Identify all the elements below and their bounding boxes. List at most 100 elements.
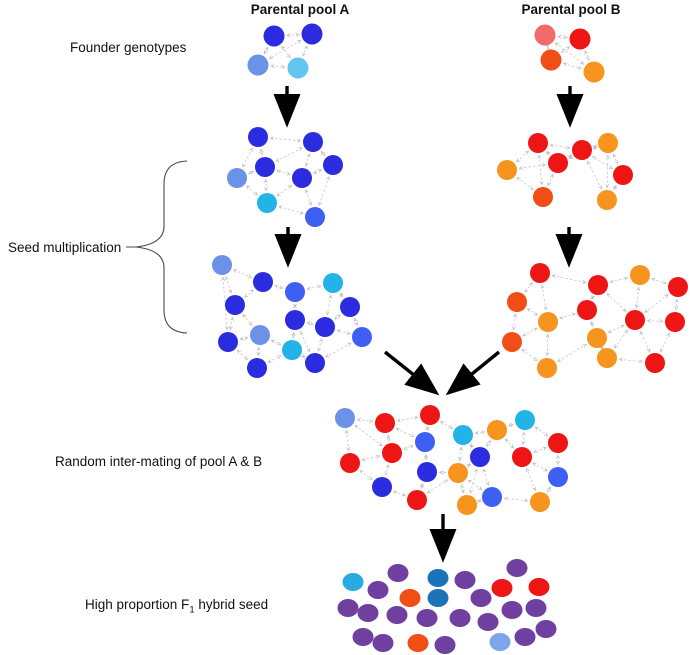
hybrid-seed-label: High proportion F1 hybrid seed	[85, 597, 268, 618]
genotype-node	[225, 295, 245, 315]
mating-edge	[546, 486, 552, 493]
mating-edge	[557, 34, 568, 40]
mating-edge	[469, 468, 478, 494]
mating-edge	[344, 429, 351, 452]
mating-edge	[320, 150, 326, 157]
genotype-node	[285, 282, 305, 302]
genotype-node	[502, 332, 522, 352]
genotype-node	[482, 487, 502, 507]
genotype-node	[613, 165, 633, 185]
genotype-node	[512, 447, 532, 467]
genotype-node	[340, 297, 360, 317]
genotype-node	[247, 54, 269, 76]
mating-edge	[395, 427, 415, 438]
mating-edge	[549, 143, 571, 150]
hybrid-seed-dot	[449, 609, 471, 627]
mating-edge	[557, 344, 587, 362]
mating-edge	[354, 317, 358, 327]
genotype-node	[668, 277, 688, 297]
hybrid-seed-label-pre: High proportion F	[85, 597, 190, 612]
mating-edge	[466, 462, 472, 468]
mating-edge	[612, 153, 619, 165]
mating-edge	[467, 479, 483, 491]
mating-edge	[267, 355, 282, 363]
genotype-node	[588, 275, 608, 295]
mating-edge	[534, 426, 549, 437]
hybrid-seed-dot	[528, 578, 550, 596]
mating-edge	[592, 144, 598, 149]
mating-edge	[526, 467, 536, 492]
hybrid-seed-label-sub: 1	[189, 604, 195, 616]
genotype-node	[530, 492, 550, 512]
genotype-node	[538, 312, 558, 332]
genotype-node	[382, 443, 402, 463]
genotype-node	[548, 153, 568, 173]
genotype-node	[587, 328, 607, 348]
genotype-node	[598, 133, 618, 153]
hybrid-seed-dot	[357, 604, 379, 622]
genotype-node	[540, 49, 562, 71]
network-pool-b-stage3	[502, 263, 688, 378]
genotype-node	[292, 168, 312, 188]
mating-edge	[516, 177, 534, 190]
mating-edge	[537, 154, 544, 186]
mating-edge	[242, 314, 253, 326]
genotype-node	[303, 132, 323, 152]
genotype-node	[375, 413, 395, 433]
mating-edge	[560, 46, 571, 53]
mating-edge	[482, 468, 490, 486]
hybrid-seed-dot	[399, 589, 421, 607]
mating-edge	[318, 176, 330, 206]
hybrid-seed-dot	[477, 613, 499, 631]
mating-edge	[584, 50, 590, 61]
mating-edge	[646, 318, 664, 324]
mating-edge	[239, 336, 249, 341]
hybrid-seed-dot	[387, 564, 409, 582]
genotype-node	[528, 133, 548, 153]
mating-edge	[270, 339, 282, 346]
genotype-node	[453, 425, 473, 445]
hybrid-seed-dot	[470, 589, 492, 607]
mating-edge	[305, 189, 312, 206]
mating-edge	[386, 434, 391, 442]
mating-edge	[618, 357, 644, 364]
genotype-node	[282, 340, 302, 360]
seed-scatter	[337, 559, 557, 654]
mating-edge	[486, 439, 491, 448]
genotype-node	[315, 317, 335, 337]
stage-arrow	[445, 350, 501, 396]
mating-edge	[540, 284, 548, 311]
hybrid-seed-dot	[501, 601, 523, 619]
genotype-node	[212, 255, 232, 275]
genotype-node	[248, 127, 268, 147]
genotype-node	[420, 405, 440, 425]
mating-edge	[229, 316, 234, 331]
genotype-node	[323, 155, 343, 175]
mating-edge	[300, 353, 307, 360]
genotype-node	[497, 160, 517, 180]
mating-edge	[521, 431, 526, 446]
hybrid-seed-dot	[416, 609, 438, 627]
mating-edge	[244, 289, 254, 298]
hybrid-seed-dot	[525, 599, 547, 617]
genotype-node	[457, 495, 477, 515]
mating-edge	[354, 425, 383, 446]
mating-edge	[524, 282, 533, 293]
mating-edge	[551, 274, 587, 284]
mating-edge	[247, 170, 255, 175]
brace	[126, 160, 188, 334]
genotype-node	[323, 273, 343, 293]
mating-edge	[384, 464, 390, 476]
genotype-node	[253, 272, 273, 292]
genotype-node	[218, 332, 238, 352]
mating-edge	[532, 462, 548, 472]
hybrid-seed-dot	[427, 569, 449, 587]
mating-edge	[281, 45, 291, 59]
genotype-node	[530, 263, 550, 283]
mating-edge	[606, 293, 627, 312]
mating-edge	[278, 205, 304, 215]
random-intermating-label: Random inter-mating of pool A & B	[55, 454, 263, 469]
hybrid-seed-dot	[427, 589, 449, 607]
hybrid-seed-dot	[489, 633, 511, 651]
